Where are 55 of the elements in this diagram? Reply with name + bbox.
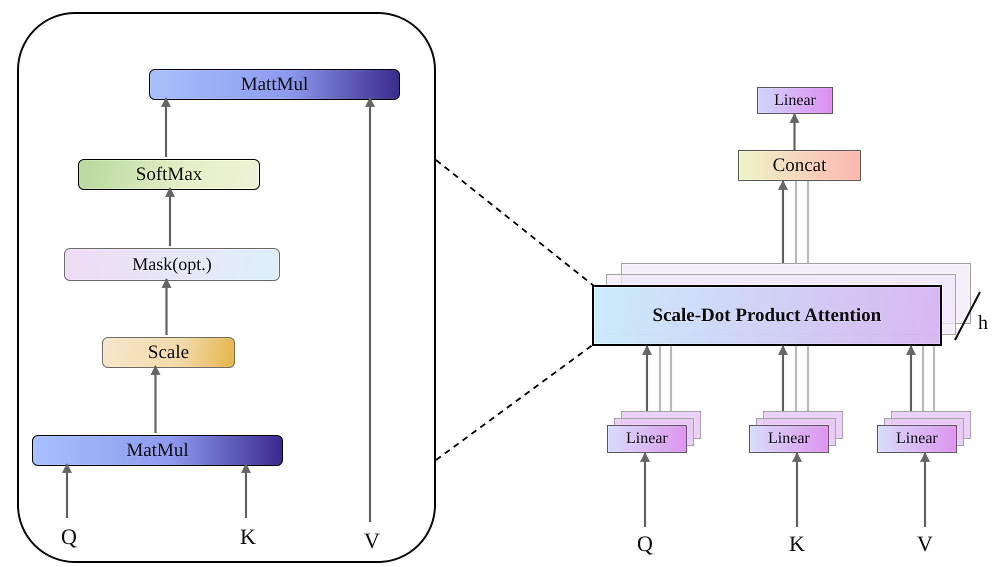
box-label: Mask(opt.) — [132, 254, 212, 275]
box-label: Concat — [772, 154, 826, 176]
process-box — [149, 69, 400, 100]
process-box — [32, 435, 283, 466]
box-label: Linear — [774, 92, 816, 110]
process-box — [78, 159, 260, 190]
arrow — [162, 278, 172, 335]
connector-line — [658, 346, 662, 411]
connector-line — [922, 346, 924, 411]
zoom-guide-line — [435, 159, 595, 287]
box-label: Scale-Dot Product Attention — [652, 304, 882, 326]
connector-line — [670, 346, 672, 411]
arrow — [241, 463, 251, 518]
connector-line — [806, 346, 810, 411]
stacked-box — [877, 411, 971, 453]
process-box — [738, 150, 861, 181]
input-label: Q — [56, 520, 82, 554]
arrow — [778, 180, 788, 263]
head-count-label: h — [978, 312, 988, 335]
zoom-guide-line — [435, 343, 595, 461]
arrow — [790, 113, 800, 150]
stacked-box — [749, 411, 843, 453]
box-label: MatMul — [126, 440, 189, 462]
zoom-panel — [17, 12, 436, 563]
connector-line — [794, 181, 798, 263]
arrow — [365, 97, 375, 522]
arrow — [792, 452, 802, 527]
input-label: K — [784, 527, 810, 561]
connector-line — [932, 346, 936, 411]
input-label: K — [235, 520, 261, 554]
arrow — [62, 463, 72, 518]
arrow — [906, 345, 916, 411]
arrow — [165, 187, 175, 246]
stacked-box — [607, 411, 701, 453]
connector-line — [794, 346, 798, 411]
process-box — [102, 337, 235, 368]
connector-line — [806, 181, 810, 263]
arrow — [161, 97, 171, 157]
box-label: SoftMax — [136, 164, 202, 186]
arrow — [640, 452, 650, 527]
input-label: V — [912, 527, 938, 561]
arrow — [642, 345, 652, 411]
input-label: V — [359, 524, 385, 558]
process-box — [64, 248, 280, 281]
box-label: MattMul — [240, 74, 308, 96]
stacked-box — [592, 263, 971, 346]
process-box — [757, 87, 833, 114]
arrow — [778, 345, 788, 411]
arrow — [150, 365, 160, 433]
arrow — [920, 452, 930, 527]
box-label: Linear — [626, 430, 668, 448]
box-label: Linear — [768, 430, 810, 448]
input-label: Q — [632, 527, 658, 561]
box-label: Scale — [148, 342, 190, 364]
box-label: Linear — [896, 430, 938, 448]
